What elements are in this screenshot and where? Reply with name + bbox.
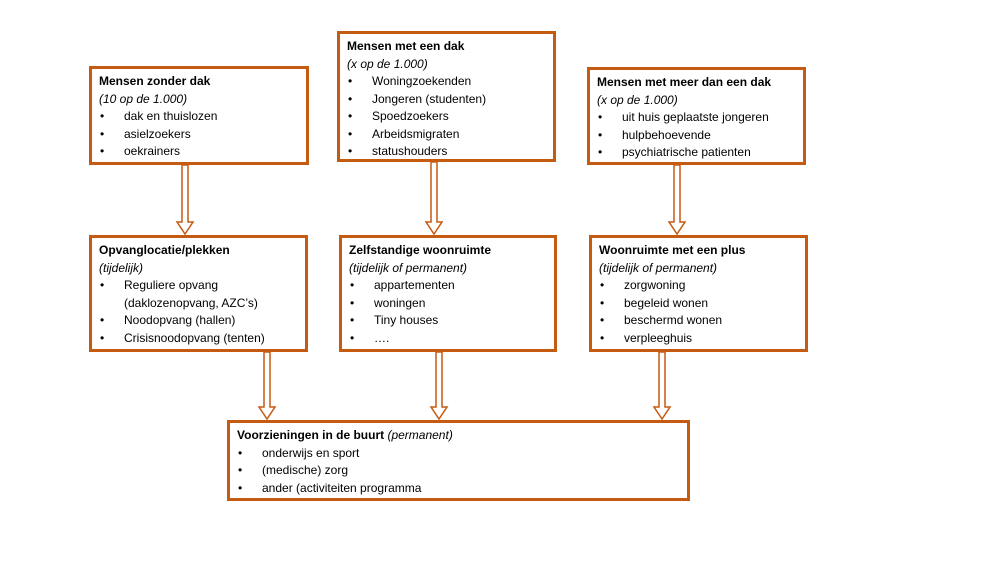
list-item: uit huis geplaatste jongeren [597, 109, 797, 127]
list-item: Reguliere opvang (daklozenopvang, AZC’s) [99, 277, 299, 312]
box-title: Mensen met meer dan een dak [597, 75, 772, 89]
box-subtitle: (10 op de 1.000) [99, 91, 188, 106]
bullet-list: zorgwoning begeleid wonen beschermd wone… [599, 277, 799, 347]
arrow-zelfstandig-to-voorzieningen [429, 351, 449, 421]
list-item: verpleeghuis [599, 330, 799, 348]
box-subtitle: (x op de 1.000) [597, 92, 678, 107]
box-mensen-met-meer-dan-een-dak: Mensen met meer dan een dak (x op de 1.0… [587, 67, 806, 165]
box-title: Woonruimte met een plus [599, 243, 746, 257]
box-subtitle: (tijdelijk) [99, 260, 144, 275]
arrow-zonder-to-opvang [175, 164, 195, 236]
list-item: dak en thuislozen [99, 108, 300, 126]
bullet-list: Woningzoekenden Jongeren (studenten) Spo… [347, 73, 547, 161]
list-item: Woningzoekenden [347, 73, 547, 91]
box-mensen-met-een-dak: Mensen met een dak (x op de 1.000) Wonin… [337, 31, 556, 162]
box-zelfstandige-woonruimte: Zelfstandige woonruimte (tijdelijk of pe… [339, 235, 557, 352]
bullet-list: dak en thuislozen asielzoekers oekrainer… [99, 108, 300, 161]
box-title: Voorzieningen in de buurt [237, 428, 385, 442]
list-item: ander (activiteiten programma [237, 480, 681, 498]
list-item: Crisisnoodopvang (tenten) [99, 330, 299, 348]
list-item: Noodopvang (hallen) [99, 312, 299, 330]
arrow-plus-to-voorzieningen [652, 351, 672, 421]
list-item: begeleid wonen [599, 295, 799, 313]
box-opvanglocatie-plekken: Opvanglocatie/plekken (tijdelijk) Reguli… [89, 235, 308, 352]
bullet-list: appartementen woningen Tiny houses …. [349, 277, 548, 347]
list-item: appartementen [349, 277, 548, 295]
box-title: Zelfstandige woonruimte [349, 243, 492, 257]
box-title-line: Voorzieningen in de buurt (permanent) [237, 427, 681, 445]
box-title: Opvanglocatie/plekken [99, 243, 230, 257]
list-item: statushouders [347, 143, 547, 161]
box-subtitle: (tijdelijk of permanent) [349, 260, 468, 275]
box-woonruimte-met-een-plus: Woonruimte met een plus (tijdelijk of pe… [589, 235, 808, 352]
box-mensen-zonder-dak: Mensen zonder dak (10 op de 1.000) dak e… [89, 66, 309, 165]
list-item: onderwijs en sport [237, 445, 681, 463]
box-title: Mensen met een dak [347, 39, 465, 53]
bullet-list: Reguliere opvang (daklozenopvang, AZC’s)… [99, 277, 299, 347]
arrow-meer-to-plus [667, 164, 687, 236]
box-subtitle: (permanent) [387, 428, 453, 442]
list-item: Jongeren (studenten) [347, 91, 547, 109]
list-item: woningen [349, 295, 548, 313]
list-item: Spoedzoekers [347, 108, 547, 126]
arrow-opvang-to-voorzieningen [257, 351, 277, 421]
list-item: oekrainers [99, 143, 300, 161]
box-voorzieningen-in-de-buurt: Voorzieningen in de buurt (permanent) on… [227, 420, 690, 501]
arrow-met-to-zelfstandig [424, 161, 444, 236]
list-item: hulpbehoevende [597, 127, 797, 145]
list-item: beschermd wonen [599, 312, 799, 330]
bullet-list: onderwijs en sport (medische) zorg ander… [237, 445, 681, 498]
list-item: psychiatrische patienten [597, 144, 797, 162]
box-subtitle: (x op de 1.000) [347, 56, 428, 71]
list-item: zorgwoning [599, 277, 799, 295]
list-item: asielzoekers [99, 126, 300, 144]
list-item: Tiny houses [349, 312, 548, 330]
list-item: (medische) zorg [237, 462, 681, 480]
list-item: Arbeidsmigraten [347, 126, 547, 144]
box-title: Mensen zonder dak [99, 74, 211, 88]
bullet-list: uit huis geplaatste jongeren hulpbehoeve… [597, 109, 797, 162]
box-subtitle: (tijdelijk of permanent) [599, 260, 718, 275]
list-item: …. [349, 330, 548, 348]
